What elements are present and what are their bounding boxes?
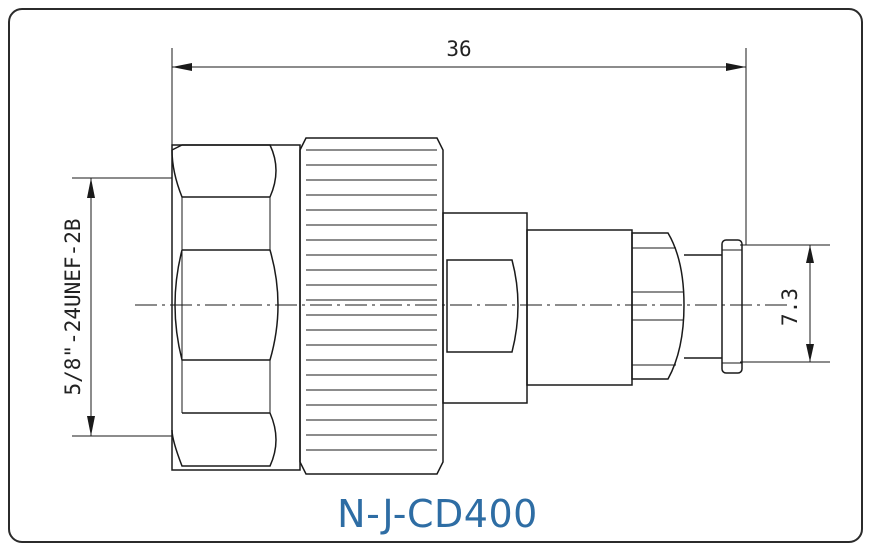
- arrow-right: [726, 63, 746, 71]
- drawing-frame: [8, 8, 863, 543]
- hex-nut: [171, 144, 301, 471]
- knurled-coupling: [299, 137, 444, 475]
- arrow-left: [172, 63, 192, 71]
- thread-spec-text: 5/8"-24UNEF-2B: [61, 218, 85, 395]
- thread-arrow-top: [87, 178, 95, 198]
- barrel-section: [526, 229, 633, 386]
- model-label: N-J-CD400: [337, 492, 538, 536]
- crimp-hex: [631, 232, 685, 380]
- thread-arrow-bottom: [87, 416, 95, 436]
- tail-arrow-bottom: [806, 344, 814, 362]
- body-section: [442, 212, 528, 404]
- tail-arrow-top: [806, 245, 814, 263]
- ferrule: [684, 239, 743, 374]
- length-dimension-text: 36: [446, 37, 471, 61]
- tail-diameter-text: 7.3: [778, 288, 802, 326]
